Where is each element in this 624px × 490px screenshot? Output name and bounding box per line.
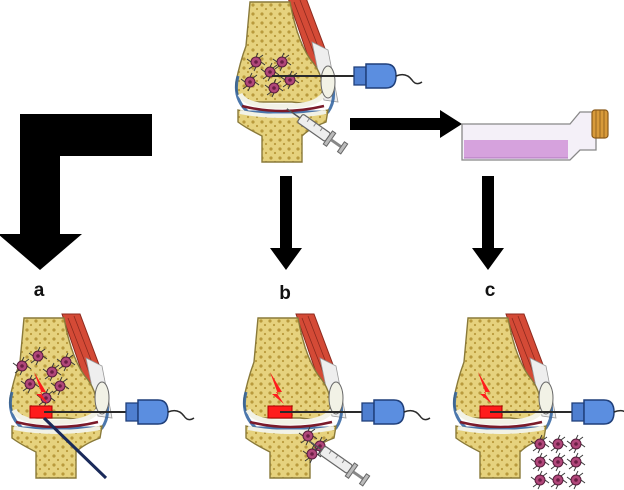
panel-label-a: a <box>33 280 45 301</box>
flow-arrow-icon <box>0 114 152 270</box>
knee-joint-icon <box>10 314 112 478</box>
flow-arrow-icon <box>270 176 302 270</box>
defect-arrow <box>270 372 284 404</box>
chondrocyte-cell-icon <box>566 434 586 454</box>
chondrocyte-cell-icon <box>548 434 568 454</box>
panel-c <box>454 314 624 490</box>
chondrocyte-cell-icon <box>566 470 586 490</box>
chondrocyte-cell-icon <box>548 470 568 490</box>
knee-joint-icon <box>454 314 556 478</box>
flow-arrows <box>0 110 504 270</box>
scaffold-cell-grid <box>530 434 586 490</box>
chondrocyte-cell-icon <box>530 470 550 490</box>
culture-flask-icon <box>461 109 609 161</box>
knee-harvest <box>236 0 423 162</box>
chondrocyte-cell-icon <box>548 452 568 472</box>
microfracture-awl <box>42 416 108 480</box>
panel-b <box>244 314 431 490</box>
flow-arrow-icon <box>472 176 504 270</box>
panel-label-b: b <box>279 283 291 304</box>
defect-arrow <box>34 372 48 404</box>
defect-arrow <box>478 372 492 404</box>
flow-arrow-icon <box>350 110 462 138</box>
chondrocyte-cell-icon <box>566 452 586 472</box>
chondrocyte-cell-icon <box>530 452 550 472</box>
panel-label-c: c <box>484 280 496 301</box>
panel-a <box>10 314 195 480</box>
